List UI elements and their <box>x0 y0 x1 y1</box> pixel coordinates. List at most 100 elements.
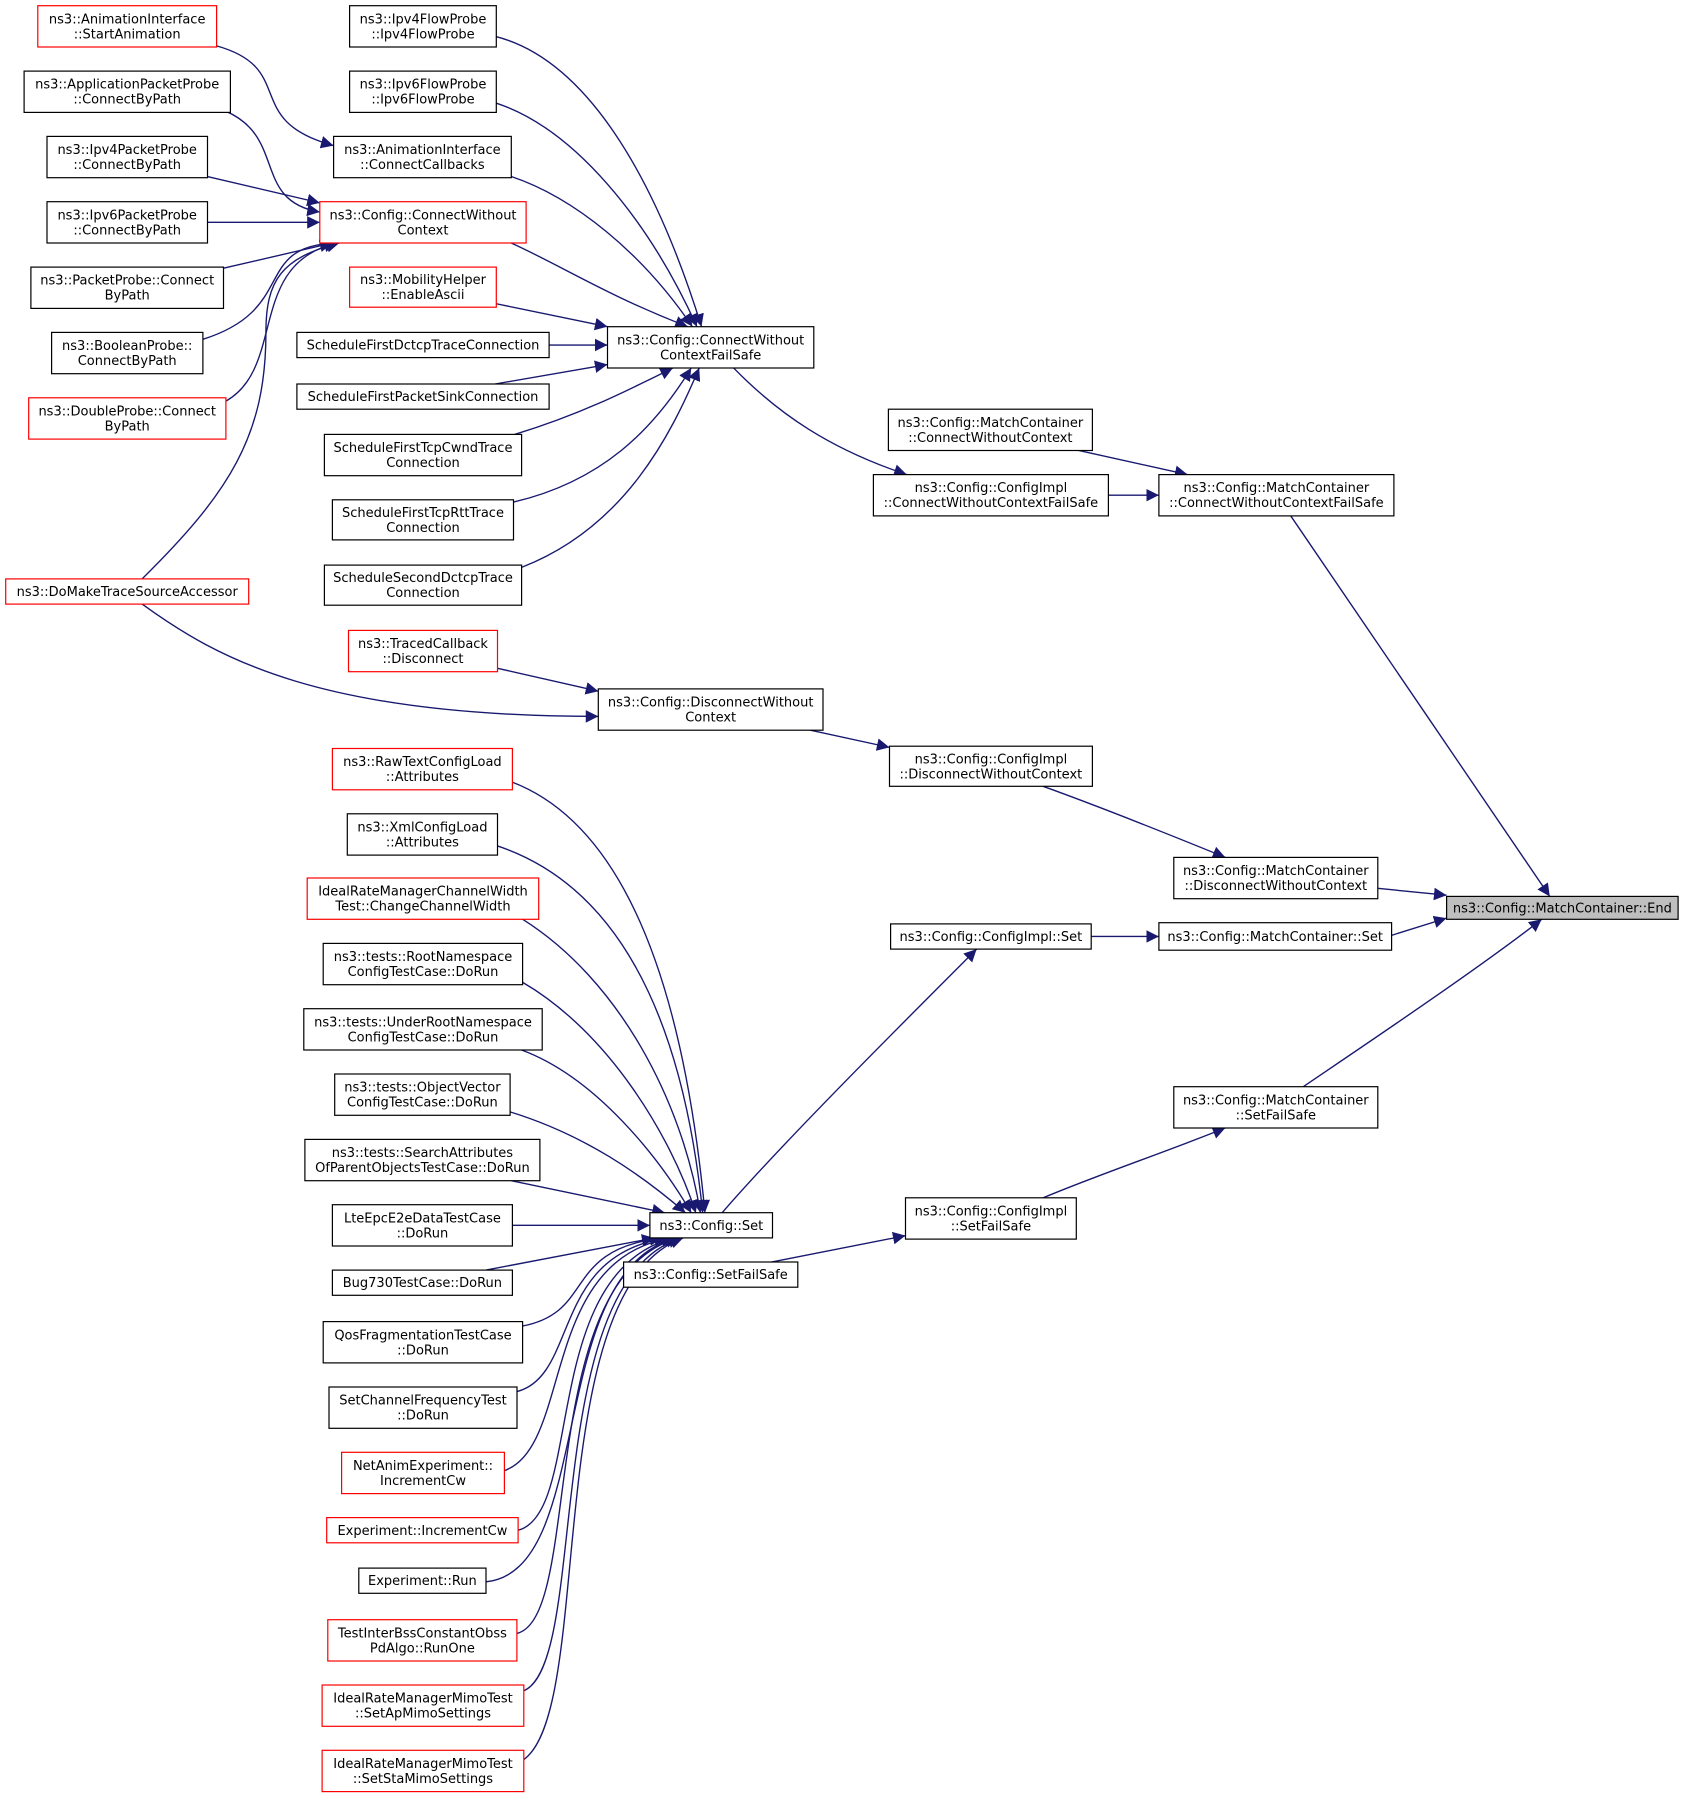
node-xml-load[interactable]: ns3::XmlConfigLoad::Attributes <box>346 813 499 856</box>
node-label-line: Test::ChangeChannelWidth <box>334 900 510 915</box>
node-domake[interactable]: ns3::DoMakeTraceSourceAccessor <box>5 578 250 605</box>
node-label-line: ::EnableAscii <box>381 288 464 303</box>
node-box <box>349 70 497 113</box>
node-traced-disc[interactable]: ns3::TracedCallback::Disconnect <box>347 629 499 673</box>
call-edge-app_probe-to-cfg_cwc <box>225 110 320 217</box>
node-box <box>304 1138 541 1182</box>
call-edge-ipv6flow-to-cfg_cwcfs <box>496 102 698 327</box>
node-sf-dctcp[interactable]: ScheduleFirstDctcpTraceConnection <box>296 331 550 359</box>
node-label-line: ns3::Ipv6PacketProbe <box>57 208 197 223</box>
node-cfg-cwc[interactable]: ns3::Config::ConnectWithoutContext <box>319 201 527 244</box>
node-box <box>46 201 209 244</box>
node-label-line: ns3::TracedCallback <box>358 637 488 652</box>
node-app-probe[interactable]: ns3::ApplicationPacketProbe::ConnectByPa… <box>23 70 232 113</box>
node-dbl-probe[interactable]: ns3::DoubleProbe::ConnectByPath <box>28 397 227 440</box>
node-setchan[interactable]: SetChannelFrequencyTest::DoRun <box>328 1386 518 1429</box>
node-cfg-dwc[interactable]: ns3::Config::DisconnectWithoutContext <box>597 688 824 731</box>
node-t-root[interactable]: ns3::tests::RootNamespaceConfigTestCase:… <box>322 942 524 986</box>
node-cfg-cwcfs[interactable]: ns3::Config::ConnectWithoutContextFailSa… <box>606 326 815 369</box>
node-lte[interactable]: LteEpcE2eDataTestCase::DoRun <box>331 1204 513 1247</box>
node-mc-cwc[interactable]: ns3::Config::MatchContainer::ConnectWith… <box>887 408 1094 452</box>
node-box <box>306 877 540 920</box>
node-label-line: TestInterBssConstantObss <box>337 1626 507 1641</box>
node-label-line: ns3::tests::RootNamespace <box>334 950 512 965</box>
node-cfg-sfs[interactable]: ns3::Config::SetFailSafe <box>622 1261 799 1288</box>
call-edge-cfg_set-to-ci_set <box>721 948 978 1214</box>
call-edge-sta_mimo-to-cfg_set <box>523 1236 684 1761</box>
node-box <box>5 578 250 605</box>
node-t-objvec[interactable]: ns3::tests::ObjectVectorConfigTestCase::… <box>334 1073 511 1116</box>
call-edge-qos-to-cfg_set <box>521 1233 663 1327</box>
node-label-line: ScheduleFirstTcpCwndTrace <box>334 441 513 456</box>
node-box <box>23 70 232 113</box>
node-cfg-set[interactable]: ns3::Config::Set <box>649 1212 774 1239</box>
node-label-line: ns3::Config::MatchContainer <box>898 416 1084 431</box>
node-raw-load[interactable]: ns3::RawTextConfigLoad::Attributes <box>331 747 513 791</box>
node-ipv4-probe[interactable]: ns3::Ipv4PacketProbe::ConnectByPath <box>46 135 209 179</box>
node-label-line: Connection <box>386 586 460 601</box>
node-mc-set[interactable]: ns3::Config::MatchContainer::Set <box>1158 922 1393 951</box>
call-edge-mc_cwc-to-mc_cwcfs <box>1078 449 1188 478</box>
node-t-under[interactable]: ns3::tests::UnderRootNamespaceConfigTest… <box>303 1008 543 1051</box>
call-edge-t_root-to-cfg_set <box>522 981 698 1213</box>
node-netanim[interactable]: NetAnimExperiment::IncrementCw <box>341 1451 506 1495</box>
node-box <box>872 474 1110 517</box>
node-label-line: ns3::BooleanProbe:: <box>62 339 192 354</box>
call-edge-xml_load-to-cfg_set <box>497 845 708 1213</box>
node-label-line: ::ConnectByPath <box>73 93 181 108</box>
node-label-line: ns3::DoubleProbe::Connect <box>38 404 216 419</box>
node-ap-mimo[interactable]: IdealRateManagerMimoTest::SetApMimoSetti… <box>321 1684 525 1727</box>
node-mc-dwc[interactable]: ns3::Config::MatchContainer::DisconnectW… <box>1173 856 1379 900</box>
node-box <box>46 135 209 179</box>
call-edge-ss_dctcp-to-cfg_cwcfs <box>521 367 701 569</box>
node-box <box>50 331 204 375</box>
node-box <box>358 1567 487 1594</box>
node-label-line: ::ConnectByPath <box>73 158 181 173</box>
node-box <box>1445 895 1679 920</box>
node-bool-probe[interactable]: ns3::BooleanProbe::ConnectByPath <box>50 331 204 375</box>
node-end[interactable]: ns3::Config::MatchContainer::End <box>1445 895 1679 920</box>
call-edge-dbl_probe-to-cfg_cwc <box>225 239 338 402</box>
node-ci-cwcfs[interactable]: ns3::Config::ConfigImpl::ConnectWithoutC… <box>872 474 1110 517</box>
node-label-line: ::Ipv4FlowProbe <box>371 27 474 42</box>
node-ipv6flow[interactable]: ns3::Ipv6FlowProbe::Ipv6FlowProbe <box>349 70 497 113</box>
node-label-line: ns3::Ipv6FlowProbe <box>360 78 487 93</box>
node-ipv6-probe[interactable]: ns3::Ipv6PacketProbe::ConnectByPath <box>46 201 209 244</box>
node-exp-run[interactable]: Experiment::Run <box>358 1567 487 1594</box>
node-qos[interactable]: QosFragmentationTestCase::DoRun <box>322 1320 524 1364</box>
node-label-line: ns3::MobilityHelper <box>360 273 487 288</box>
node-anim-start[interactable]: ns3::AnimationInterface::StartAnimation <box>37 5 218 48</box>
node-mc-sfs[interactable]: ns3::Config::MatchContainer::SetFailSafe <box>1173 1086 1379 1129</box>
node-label-line: ::ConnectByPath <box>73 223 181 238</box>
node-anim-cc[interactable]: ns3::AnimationInterface::ConnectCallback… <box>333 135 512 179</box>
node-label-line: ::Attributes <box>386 770 459 785</box>
call-edge-sf_sink-to-cfg_cwcfs <box>495 360 608 385</box>
node-label-line: Context <box>685 711 736 726</box>
call-edge-sf_rtt-to-cfg_cwcfs <box>513 367 692 503</box>
node-pkt-probe[interactable]: ns3::PacketProbe::ConnectByPath <box>30 266 225 310</box>
node-ipv4flow[interactable]: ns3::Ipv4FlowProbe::Ipv4FlowProbe <box>349 5 497 48</box>
node-t-search[interactable]: ns3::tests::SearchAttributesOfParentObje… <box>304 1138 541 1182</box>
node-mob-ascii[interactable]: ns3::MobilityHelper::EnableAscii <box>349 266 497 308</box>
node-label-line: ns3::Config::DisconnectWithout <box>608 696 814 711</box>
node-sf-sink[interactable]: ScheduleFirstPacketSinkConnection <box>296 383 550 410</box>
call-edge-traced_disc-to-cfg_dwc <box>497 667 599 695</box>
node-label-line: IdealRateManagerMimoTest <box>333 1692 513 1707</box>
node-ci-dwc[interactable]: ns3::Config::ConfigImpl::DisconnectWitho… <box>888 745 1093 787</box>
node-ideal-cw[interactable]: IdealRateManagerChannelWidthTest::Change… <box>306 877 540 920</box>
node-box <box>322 1320 524 1364</box>
node-ci-set[interactable]: ns3::Config::ConfigImpl::Set <box>889 923 1092 950</box>
node-ci-sfs[interactable]: ns3::Config::ConfigImpl::SetFailSafe <box>904 1197 1077 1240</box>
node-label-line: LteEpcE2eDataTestCase <box>344 1211 501 1226</box>
node-mc-cwcfs[interactable]: ns3::Config::MatchContainer::ConnectWith… <box>1158 474 1395 517</box>
node-sta-mimo[interactable]: IdealRateManagerMimoTest::SetStaMimoSett… <box>321 1749 525 1793</box>
node-exp-inc[interactable]: Experiment::IncrementCw <box>326 1516 519 1544</box>
node-label-line: IdealRateManagerMimoTest <box>333 1757 513 1772</box>
node-label-line: Connection <box>386 456 460 471</box>
node-bug730[interactable]: Bug730TestCase::DoRun <box>331 1269 513 1296</box>
node-label-line: ContextFailSafe <box>660 348 761 363</box>
